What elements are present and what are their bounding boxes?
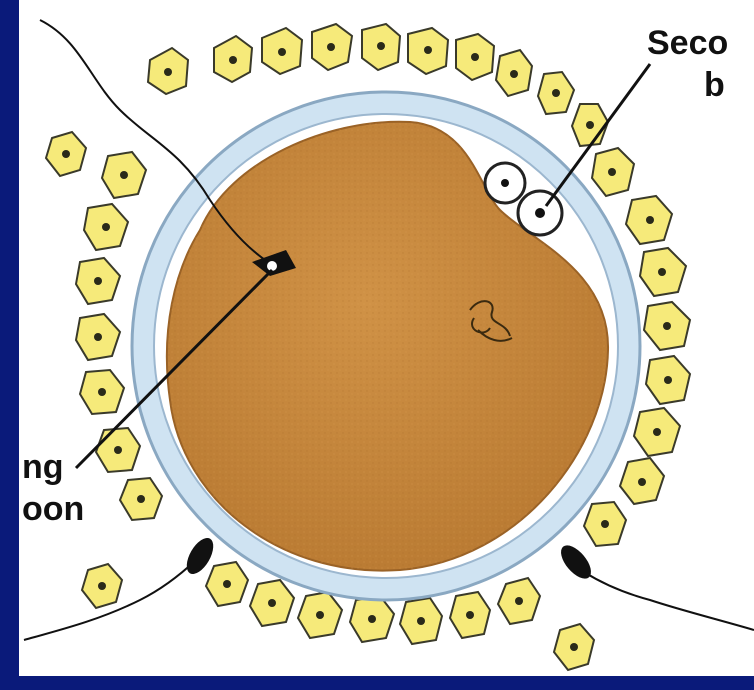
label-spermatozoon: oon bbox=[22, 492, 84, 526]
label-polar-body: b bbox=[704, 68, 725, 102]
label-secondary-oocyte: Seco bbox=[647, 26, 728, 60]
label-fertilizing: ng bbox=[22, 450, 64, 484]
